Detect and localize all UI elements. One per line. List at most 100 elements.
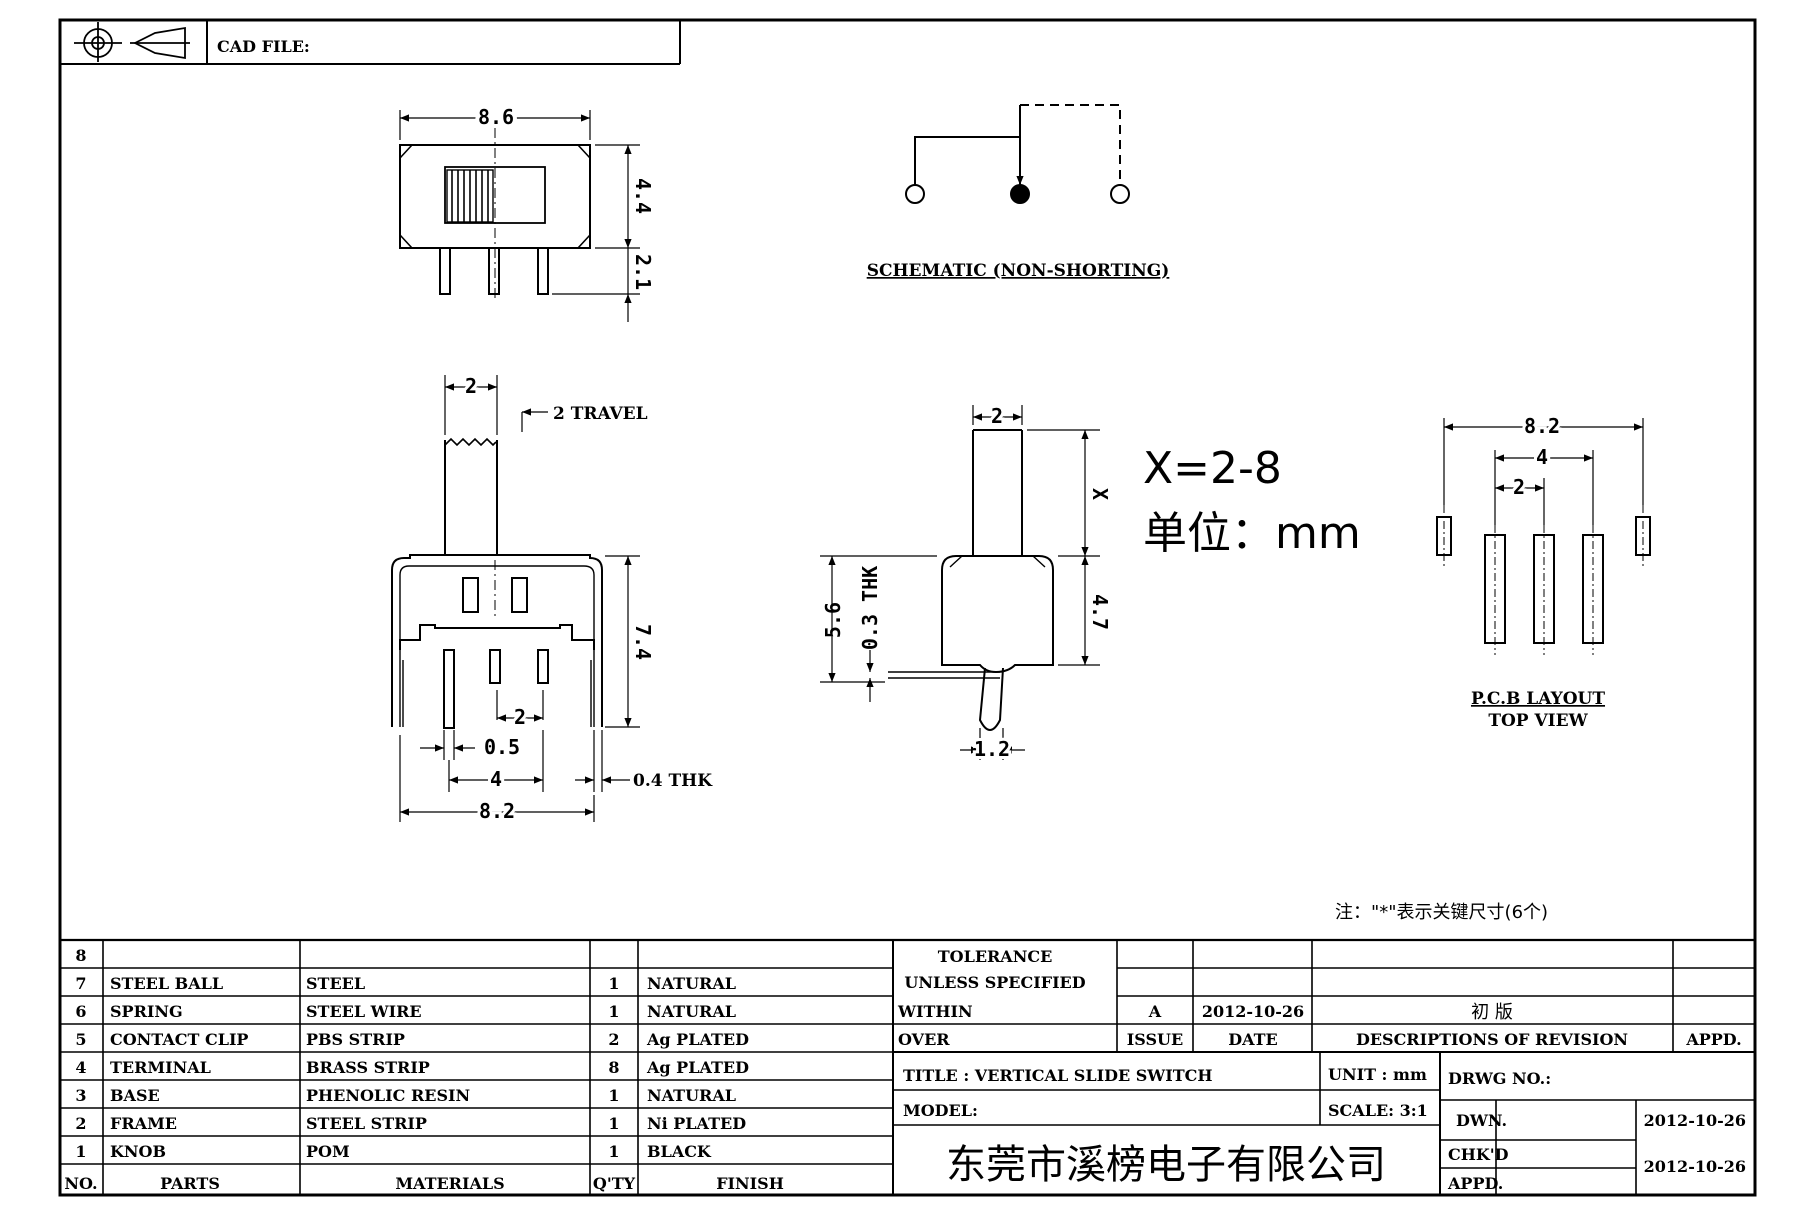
bom-material: POM	[306, 1142, 350, 1161]
table-row: 6 SPRING STEEL WIRE 1 NATURAL	[75, 1002, 736, 1021]
scale-label: SCALE: 3:1	[1328, 1101, 1428, 1120]
unit-note: 单位：mm	[1143, 508, 1361, 559]
chkd-label: CHK'D	[1448, 1145, 1509, 1164]
bom-finish: NATURAL	[647, 974, 736, 993]
desc-label: DESCRIPTIONS OF REVISION	[1356, 1030, 1628, 1049]
front-view	[399, 110, 640, 322]
bom-qty: 2	[608, 1030, 619, 1049]
company-name: 东莞市溪榜电子有限公司	[946, 1142, 1386, 1188]
bom-material: STEEL	[306, 974, 365, 993]
bom-qty: 1	[608, 1114, 619, 1133]
bom-part: FRAME	[110, 1114, 177, 1133]
pcb-caption: P.C.B LAYOUT	[1471, 689, 1605, 709]
cad-file-label: CAD FILE:	[217, 37, 310, 56]
bom-finish: Ag PLATED	[646, 1030, 749, 1049]
chk-date: 2012-10-26	[1644, 1157, 1746, 1176]
bom-finish: Ni PLATED	[647, 1114, 746, 1133]
bom-part: KNOB	[110, 1142, 166, 1161]
title-block-grid	[893, 940, 1755, 1195]
rev-date: 2012-10-26	[1202, 1002, 1304, 1021]
terminal-open-icon	[905, 184, 925, 204]
drwg-no-label: DRWG NO.:	[1448, 1069, 1551, 1088]
table-row: 7 STEEL BALL STEEL 1 NATURAL	[75, 974, 736, 993]
pcb-subcaption: TOP VIEW	[1488, 711, 1588, 731]
bom-part: CONTACT CLIP	[110, 1030, 248, 1049]
table-row: 8	[75, 946, 86, 965]
within-label: WITHIN	[897, 1002, 973, 1021]
bom-part: STEEL BALL	[110, 974, 223, 993]
dim-frame-thk: 0.4 THK	[633, 771, 713, 791]
dim-front-width: 8.6	[478, 105, 514, 129]
over-label: OVER	[898, 1030, 950, 1049]
dim-end-knob-width: 2	[991, 404, 1003, 428]
dim-travel: 2 TRAVEL	[553, 404, 648, 424]
table-row: 5 CONTACT CLIP PBS STRIP 2 Ag PLATED	[75, 1030, 749, 1049]
dim-end-pin-width: 1.2	[974, 737, 1010, 761]
bom-material: PHENOLIC RESIN	[306, 1086, 470, 1105]
bom-material: PBS STRIP	[306, 1030, 405, 1049]
key-dims-note: 注："*"表示关键尺寸(6个)	[1335, 902, 1548, 923]
bom-no: 5	[75, 1030, 86, 1049]
bom-header-materials: MATERIALS	[395, 1174, 504, 1193]
schematic-diagram	[905, 104, 1130, 204]
bom-header-parts: PARTS	[160, 1174, 220, 1193]
terminal-common-icon	[1010, 184, 1030, 204]
bom-no: 6	[75, 1002, 86, 1021]
bom-material: STEEL STRIP	[306, 1114, 427, 1133]
table-row: 3 BASE PHENOLIC RESIN 1 NATURAL	[75, 1086, 736, 1105]
bom-part: BASE	[110, 1086, 160, 1105]
rev-issue: A	[1148, 1002, 1162, 1021]
table-row: 1 KNOB POM 1 BLACK	[75, 1142, 711, 1161]
bom-qty: 1	[608, 1142, 619, 1161]
dim-pin-span: 4	[490, 767, 502, 791]
pcb-dim-outer-pitch: 4	[1536, 445, 1548, 469]
bom-no: 1	[75, 1142, 86, 1161]
header-block	[60, 20, 681, 65]
appd-label: APPD.	[1685, 1030, 1741, 1049]
terminal-open-icon	[1110, 184, 1130, 204]
knob-ridges	[446, 169, 494, 223]
bom-part: TERMINAL	[110, 1058, 211, 1077]
bom-material: BRASS STRIP	[306, 1058, 430, 1077]
issue-label: ISSUE	[1127, 1030, 1183, 1049]
schematic-caption: SCHEMATIC (NON-SHORTING)	[867, 261, 1170, 281]
bom-no: 3	[75, 1086, 86, 1105]
dim-x: X	[1088, 488, 1112, 500]
bom-finish: BLACK	[647, 1142, 712, 1161]
bom-table	[60, 938, 1755, 1195]
bom-qty: 1	[608, 1086, 619, 1105]
model-label: MODEL:	[903, 1101, 978, 1120]
table-row: 2 FRAME STEEL STRIP 1 Ni PLATED	[75, 1114, 746, 1133]
bom-no: 7	[75, 974, 86, 993]
pcb-layout	[1436, 418, 1651, 655]
dim-total-height: 5.6	[821, 602, 845, 638]
dim-pin-length: 2.1	[631, 254, 655, 290]
projection-symbol-icon	[74, 22, 190, 62]
dim-side-height: 7.4	[631, 624, 655, 660]
x-range-note: X=2-8	[1143, 443, 1282, 494]
bom-header-qty: Q'TY	[593, 1174, 636, 1193]
bom-no: 2	[75, 1114, 86, 1133]
tolerance-label-2: UNLESS SPECIFIED	[904, 973, 1085, 992]
side-view	[391, 375, 640, 822]
bom-material: STEEL WIRE	[306, 1002, 422, 1021]
bom-qty: 8	[608, 1058, 619, 1077]
bom-finish: Ag PLATED	[646, 1058, 749, 1077]
table-row: 4 TERMINAL BRASS STRIP 8 Ag PLATED	[75, 1058, 749, 1077]
bom-header-no: NO.	[64, 1174, 97, 1193]
dim-pin-width: 0.5	[484, 735, 520, 759]
pcb-dim-overall: 8.2	[1524, 414, 1560, 438]
pcb-dim-pitch: 2	[1513, 475, 1525, 499]
bom-header-finish: FINISH	[716, 1174, 784, 1193]
bom-qty: 1	[608, 974, 619, 993]
drawing-title: TITLE : VERTICAL SLIDE SWITCH	[903, 1066, 1212, 1085]
end-view	[820, 405, 1100, 760]
rev-description: 初 版	[1471, 1002, 1513, 1023]
dwn-date: 2012-10-26	[1644, 1111, 1746, 1130]
bom-qty: 1	[608, 1002, 619, 1021]
dim-plate-thk: 0.3 THK	[858, 566, 882, 650]
tolerance-label: TOLERANCE	[938, 947, 1053, 966]
dim-front-height: 4.4	[631, 178, 655, 214]
dim-body-height: 4.7	[1088, 594, 1112, 630]
